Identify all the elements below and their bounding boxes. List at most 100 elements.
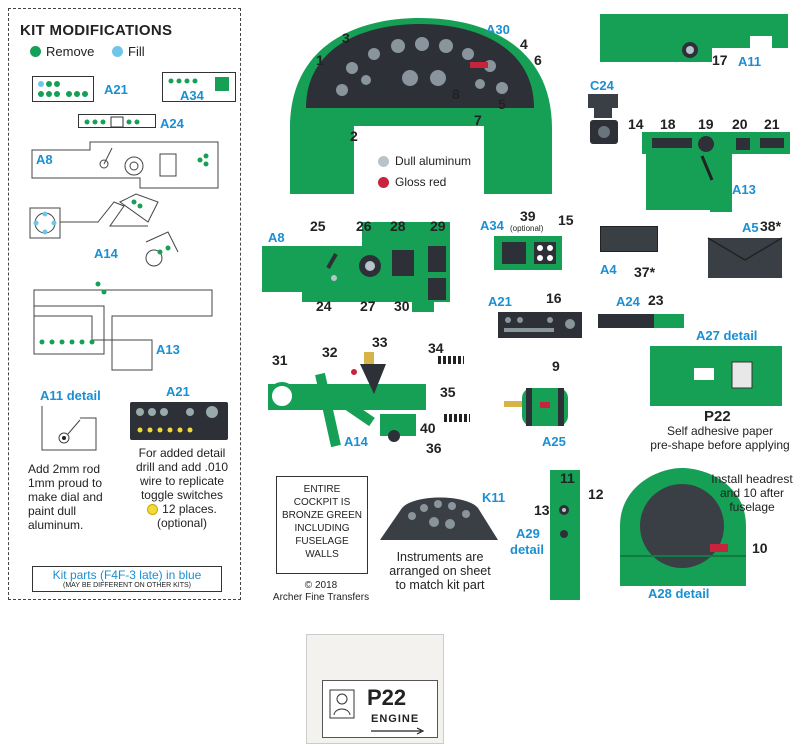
a21-part: [498, 312, 582, 338]
a21-text-line: For added detail: [138, 446, 226, 460]
legend-gloss-red: Gloss red: [378, 175, 446, 189]
kit-parts-note-box: Kit parts (F4F-3 late) in blue (MAY BE D…: [32, 566, 222, 592]
callout-23: 23: [648, 292, 664, 308]
yellow-dot-icon: [147, 504, 159, 516]
p22-label: P22: [704, 408, 731, 425]
a14-label: A14: [94, 246, 118, 261]
a24-part: [598, 314, 684, 328]
a21-detail-instruments: [136, 406, 218, 433]
callout-39: 39: [520, 208, 536, 224]
a8-line-drawing: [31, 141, 219, 189]
p22-sample-decal: P22 ENGINE: [322, 680, 438, 738]
callout-36: 36: [426, 440, 442, 456]
callout-32: 32: [322, 344, 338, 360]
a21-detail-title: A21: [166, 384, 190, 399]
callout-29: 29: [430, 218, 446, 234]
cockpit-note-line: ENTIRE: [303, 484, 341, 495]
a29-part: [550, 470, 580, 600]
callout-18: 18: [660, 116, 676, 132]
a21-detail-panel: [130, 402, 228, 440]
a24-green-section: [654, 314, 684, 328]
a34-optional-note: (optional): [510, 224, 544, 233]
a8-label: A8: [36, 152, 53, 167]
callout-26: 26: [356, 218, 372, 234]
callout-30: 30: [394, 298, 410, 314]
a11-text-line: 1mm proud to: [28, 476, 103, 490]
p22-note-line: pre-shape before applying: [650, 438, 790, 452]
a29-detail-label: detail: [510, 542, 544, 557]
a24-drawing: [78, 114, 156, 128]
fill-label: Fill: [128, 44, 145, 59]
a21-text-line: drill and add .010: [135, 460, 229, 474]
cockpit-note-line: WALLS: [305, 549, 339, 560]
a14-strip-34: [438, 356, 464, 364]
cockpit-note-line: BRONZE GREEN: [281, 510, 362, 521]
a11-detail-drawing: [41, 406, 97, 451]
callout-19: 19: [698, 116, 714, 132]
legend-fill: Fill: [112, 44, 145, 59]
callout-4: 4: [520, 36, 528, 52]
a13-label: A13: [732, 182, 756, 197]
callout-8: 8: [452, 86, 460, 102]
a21-text-line-with-dot: 12 places.: [126, 502, 238, 516]
copyright-company: Archer Fine Transfers: [272, 592, 370, 603]
k11-part: [380, 497, 498, 540]
a5-label: A5: [742, 220, 759, 235]
a11-detail-title: A11 detail: [40, 388, 101, 403]
a13-part: [642, 132, 790, 212]
cockpit-note-box: ENTIRE COCKPIT IS BRONZE GREEN INCLUDING…: [276, 476, 368, 574]
callout-28: 28: [390, 218, 406, 234]
cockpit-note-line: FUSELAGE: [295, 536, 349, 547]
kit-modifications-panel: [8, 8, 241, 600]
a11-text-line: paint dull: [28, 504, 77, 518]
a14-line-drawing: [29, 193, 179, 267]
kit-modifications-title: KIT MODIFICATIONS: [20, 22, 173, 39]
a34-dots: [168, 77, 229, 91]
callout-33: 33: [372, 334, 388, 350]
callout-24: 24: [316, 298, 332, 314]
a28-note-line: fuselage: [729, 500, 775, 514]
kit-parts-note: Kit parts (F4F-3 late) in blue: [52, 568, 202, 582]
callout-21: 21: [764, 116, 780, 132]
arrow-right-icon: [371, 727, 425, 735]
callout-15: 15: [558, 212, 574, 228]
callout-9: 9: [552, 358, 560, 374]
a29-label: A29: [516, 526, 540, 541]
callout-27: 27: [360, 298, 376, 314]
a30-instrument-panel: [290, 18, 552, 194]
a11-text-line: make dial and: [28, 490, 103, 504]
a13-label: A13: [156, 342, 180, 357]
a21-text-line: (optional): [156, 516, 208, 530]
dull-aluminum-swatch: [378, 155, 389, 167]
k11-note-line: arranged on sheet: [389, 564, 491, 578]
a8-main-label: A8: [268, 230, 285, 245]
callout-7: 7: [474, 112, 482, 128]
a13-line-drawing: [33, 281, 213, 371]
a11-text-line: Add 2mm rod: [28, 462, 101, 476]
callout-25: 25: [310, 218, 326, 234]
a11-part: [600, 14, 788, 62]
callout-11: 11: [560, 470, 575, 486]
c24-label: C24: [590, 78, 614, 93]
a28-label: A28 detail: [648, 586, 710, 601]
callout-37: 37*: [634, 264, 656, 280]
a4-label: A4: [600, 262, 617, 277]
a11-text-line: aluminum.: [28, 518, 84, 532]
callout-1: 1: [316, 52, 324, 68]
a14-main-label: A14: [344, 434, 368, 449]
a21-strip-drawing: [32, 76, 94, 102]
a34-drawing: [162, 72, 236, 102]
copyright: © 2018 Archer Fine Transfers: [256, 580, 386, 604]
p22-note-line: Self adhesive paper: [666, 424, 774, 438]
legend-dull-aluminum: Dull aluminum: [378, 154, 471, 168]
a24-dots: [84, 116, 140, 128]
a24-label: A24: [160, 116, 184, 131]
k11-note-line: to match kit part: [395, 578, 485, 592]
remove-dot-icon: [30, 46, 41, 57]
cockpit-note-line: INCLUDING: [294, 523, 350, 534]
a21-instruments: [504, 317, 575, 332]
p22-sample-title: P22: [367, 685, 407, 710]
a28-note: Install headrest and 10 after fuselage: [706, 472, 798, 514]
callout-2: 2: [350, 128, 358, 144]
p22-note: Self adhesive paper pre-shape before app…: [644, 424, 796, 452]
